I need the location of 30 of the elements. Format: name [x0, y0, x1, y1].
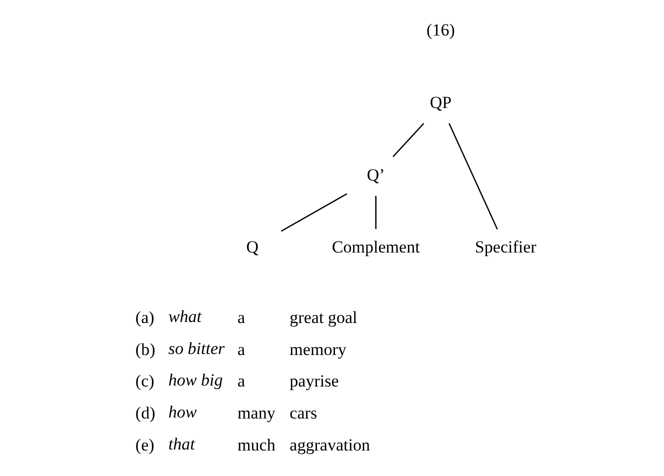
- label: how big: [168, 370, 222, 390]
- label: (d): [134, 404, 155, 423]
- label: a: [237, 340, 245, 359]
- label: memory: [289, 340, 346, 359]
- label: (e): [134, 436, 154, 455]
- label: so bitter: [168, 338, 224, 358]
- node-text: Q’: [366, 165, 384, 184]
- label: (16): [426, 20, 454, 40]
- label: (a): [134, 308, 154, 327]
- label: how: [168, 402, 196, 422]
- label: (c): [134, 372, 154, 391]
- connector: [448, 123, 498, 230]
- label: a: [237, 372, 245, 391]
- node-text: QP: [429, 93, 452, 112]
- connector: [374, 196, 376, 229]
- label: great goal: [289, 308, 357, 327]
- node-text: Complement: [331, 238, 420, 257]
- label: much: [237, 436, 275, 455]
- connector: [392, 123, 424, 158]
- label: that: [168, 434, 194, 454]
- node-text: Specifier: [474, 238, 536, 257]
- node-text: Q: [246, 238, 258, 257]
- label: what: [168, 306, 201, 326]
- connector: [280, 193, 347, 232]
- label: many: [237, 404, 275, 423]
- label: a: [237, 308, 245, 327]
- label: cars: [289, 404, 317, 423]
- label: (b): [134, 340, 155, 359]
- label: payrise: [289, 372, 338, 391]
- label: aggravation: [289, 436, 370, 455]
